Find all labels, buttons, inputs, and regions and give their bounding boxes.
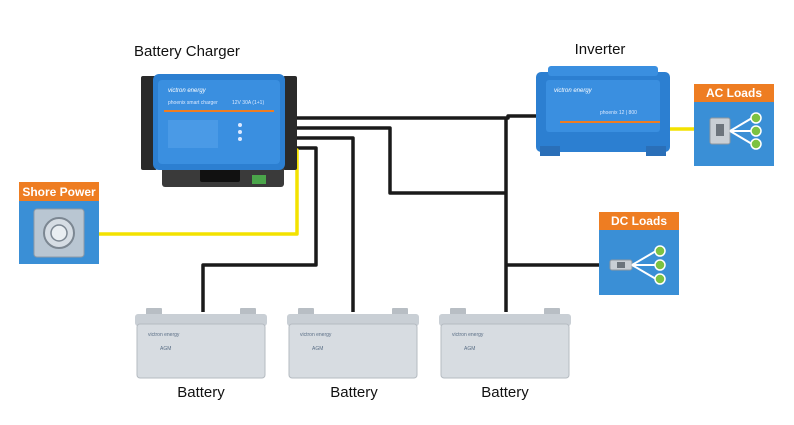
- charger-terminal-block: [200, 168, 240, 182]
- inverter-face: [546, 80, 660, 132]
- inverter-model-text: phoenix 12 | 800: [600, 110, 637, 116]
- battery-lid: [439, 314, 571, 326]
- inverter-foot: [646, 146, 666, 156]
- ac-breaker-switch: [716, 124, 724, 136]
- inverter: Inverter victron energy phoenix 12 | 800: [536, 41, 670, 156]
- charger-brand-text: victron energy: [168, 88, 207, 94]
- inverter-foot: [540, 146, 560, 156]
- ac-loads-title: AC Loads: [706, 86, 762, 100]
- dc-load-icon: [654, 245, 666, 257]
- dc-loads-title: DC Loads: [611, 214, 667, 228]
- inverter-label: Inverter: [575, 41, 626, 58]
- ac-load-branch-line: [729, 130, 753, 145]
- shore-power-title: Shore Power: [22, 185, 96, 199]
- dc-load-icon: [654, 259, 666, 271]
- battery-lid: [135, 314, 267, 326]
- dc-load-icon: [654, 273, 666, 285]
- battery-charger-label: Battery Charger: [134, 43, 240, 60]
- battery-model-text: AGM: [312, 346, 323, 352]
- battery-2: victron energy AGM Battery: [287, 308, 419, 401]
- ac-load-icon: [750, 112, 762, 124]
- ac-load-icon: [750, 125, 762, 137]
- inverter-top-ridge: [548, 66, 658, 76]
- charger-led-icon: [238, 137, 242, 141]
- dc-wiring: [201, 114, 612, 312]
- battery-model-text: AGM: [160, 346, 171, 352]
- charger-led-icon: [238, 123, 242, 127]
- battery-charger: Battery Charger victron energy phoenix s…: [134, 43, 297, 187]
- charger-mount-bracket: [283, 76, 297, 170]
- battery-2-label: Battery: [330, 384, 378, 401]
- battery-model-text: AGM: [464, 346, 475, 352]
- charger-model-text: phoenix smart charger: [168, 100, 218, 106]
- ac-load-icon: [750, 138, 762, 150]
- dc-loads-header: [599, 212, 679, 230]
- dc-loads: DC Loads: [599, 212, 679, 295]
- shore-power-header: [19, 182, 99, 201]
- charger-led-icon: [238, 130, 242, 134]
- wire-charger-to-battery-2: [290, 136, 355, 312]
- battery-brand-text: victron energy: [148, 332, 180, 338]
- charger-rating-text: 12V 30A (1+1): [232, 100, 264, 106]
- battery-body: [288, 323, 418, 379]
- wire-charger-to-inverter: [290, 114, 546, 120]
- ac-load-branch-line: [729, 117, 753, 132]
- inverter-orange-stripe: [560, 121, 660, 123]
- battery-3: victron energy AGM Battery: [439, 308, 571, 401]
- battery-body: [440, 323, 570, 379]
- battery-lid: [287, 314, 419, 326]
- dc-load-branch-line: [631, 250, 657, 266]
- wire-charger-to-bus: [290, 126, 506, 195]
- charger-green-terminal: [252, 175, 266, 184]
- battery-3-label: Battery: [481, 384, 529, 401]
- shore-power: Shore Power: [19, 182, 99, 264]
- charger-orange-stripe: [164, 110, 274, 112]
- ac-loads: AC Loads: [694, 84, 774, 166]
- battery-brand-text: victron energy: [452, 332, 484, 338]
- inverter-brand-text: victron energy: [554, 88, 593, 94]
- shore-power-socket-icon: [50, 224, 68, 242]
- charger-info-panel: [168, 120, 218, 148]
- battery-1-label: Battery: [177, 384, 225, 401]
- battery-1: victron energy AGM Battery: [135, 308, 267, 401]
- battery-body: [136, 323, 266, 379]
- battery-brand-text: victron energy: [300, 332, 332, 338]
- dc-fuse-element: [617, 262, 625, 268]
- dc-load-branch-line: [631, 264, 657, 280]
- wire-charger-to-battery-1: [201, 146, 318, 312]
- ac-loads-header: [694, 84, 774, 102]
